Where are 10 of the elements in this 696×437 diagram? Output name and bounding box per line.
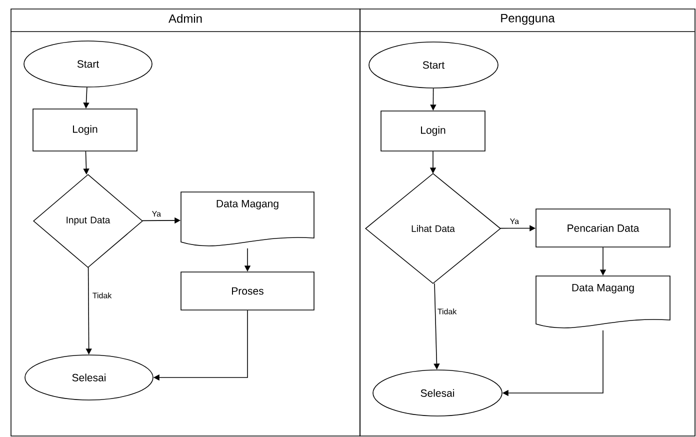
terminal-oval: Selesai xyxy=(24,354,154,400)
edge-label: Ya xyxy=(150,210,162,218)
process-box: Pencarian Data xyxy=(536,208,670,248)
edge-label: Ya xyxy=(508,218,520,226)
terminal-oval: Start xyxy=(24,40,152,88)
terminal-oval: Start xyxy=(368,42,498,88)
process-box: Proses xyxy=(180,272,314,310)
terminal-oval: Selesai xyxy=(372,370,502,416)
process-box: Login xyxy=(380,110,486,152)
process-box: Login xyxy=(32,108,138,152)
